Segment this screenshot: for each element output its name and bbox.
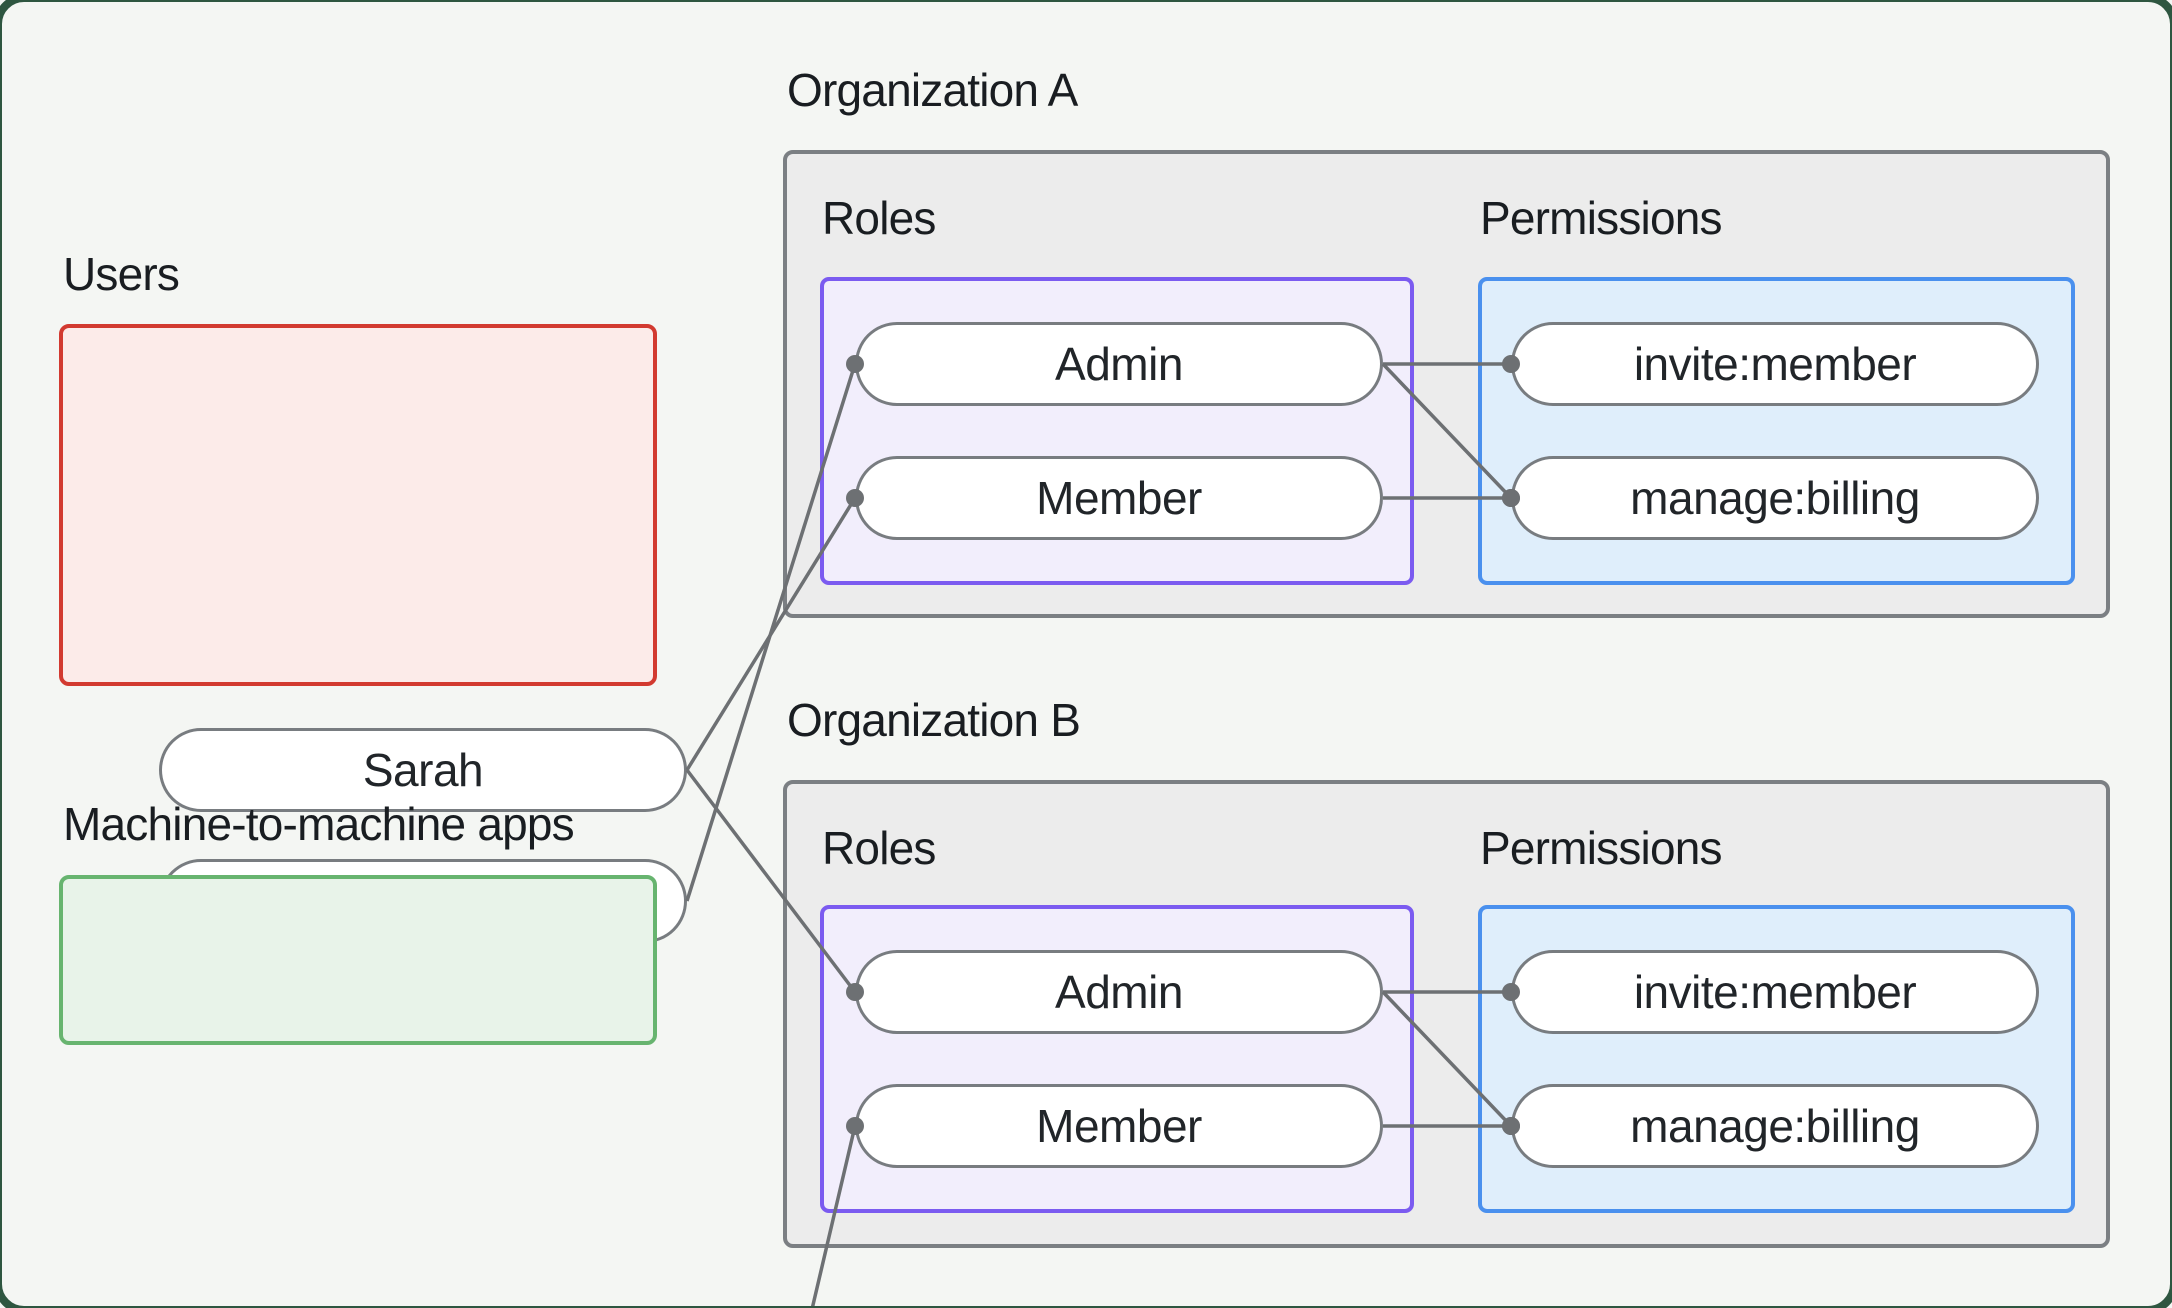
org-b-title: Organization B [787,694,1081,746]
m2m-group-label: Machine-to-machine apps [63,798,575,850]
org-b-permission-node-invite-member: invite:member [1511,950,2039,1034]
org-b-permissions-label: Permissions [1480,822,1723,874]
role-node-label: Member [1036,1100,1202,1152]
org-b-role-node-member: Member [855,1084,1383,1168]
org-a-role-node-admin: Admin [855,322,1383,406]
org-a-title: Organization A [787,64,1078,116]
permission-node-label: invite:member [1633,338,1917,390]
org-a-roles-label: Roles [822,192,936,244]
org-b-permission-node-manage-billing: manage:billing [1511,1084,2039,1168]
org-a-permission-node-manage-billing: manage:billing [1511,456,2039,540]
org-b-roles-label: Roles [822,822,936,874]
permission-node-label: manage:billing [1630,472,1920,524]
permission-node-label: invite:member [1633,966,1917,1018]
role-node-label: Admin [1055,338,1183,390]
org-a-permission-node-invite-member: invite:member [1511,322,2039,406]
permission-node-label: manage:billing [1630,1100,1920,1152]
users-group-label: Users [63,248,180,300]
role-node-label: Admin [1055,966,1183,1018]
m2m-group-box: M2M app [59,875,657,1045]
role-node-label: Member [1036,472,1202,524]
users-group-box: Sarah John [59,324,687,943]
org-a-role-node-member: Member [855,456,1383,540]
org-a-permissions-label: Permissions [1480,192,1723,244]
org-b-role-node-admin: Admin [855,950,1383,1034]
user-node-sarah: Sarah [159,728,687,812]
user-node-label: Sarah [362,744,484,796]
